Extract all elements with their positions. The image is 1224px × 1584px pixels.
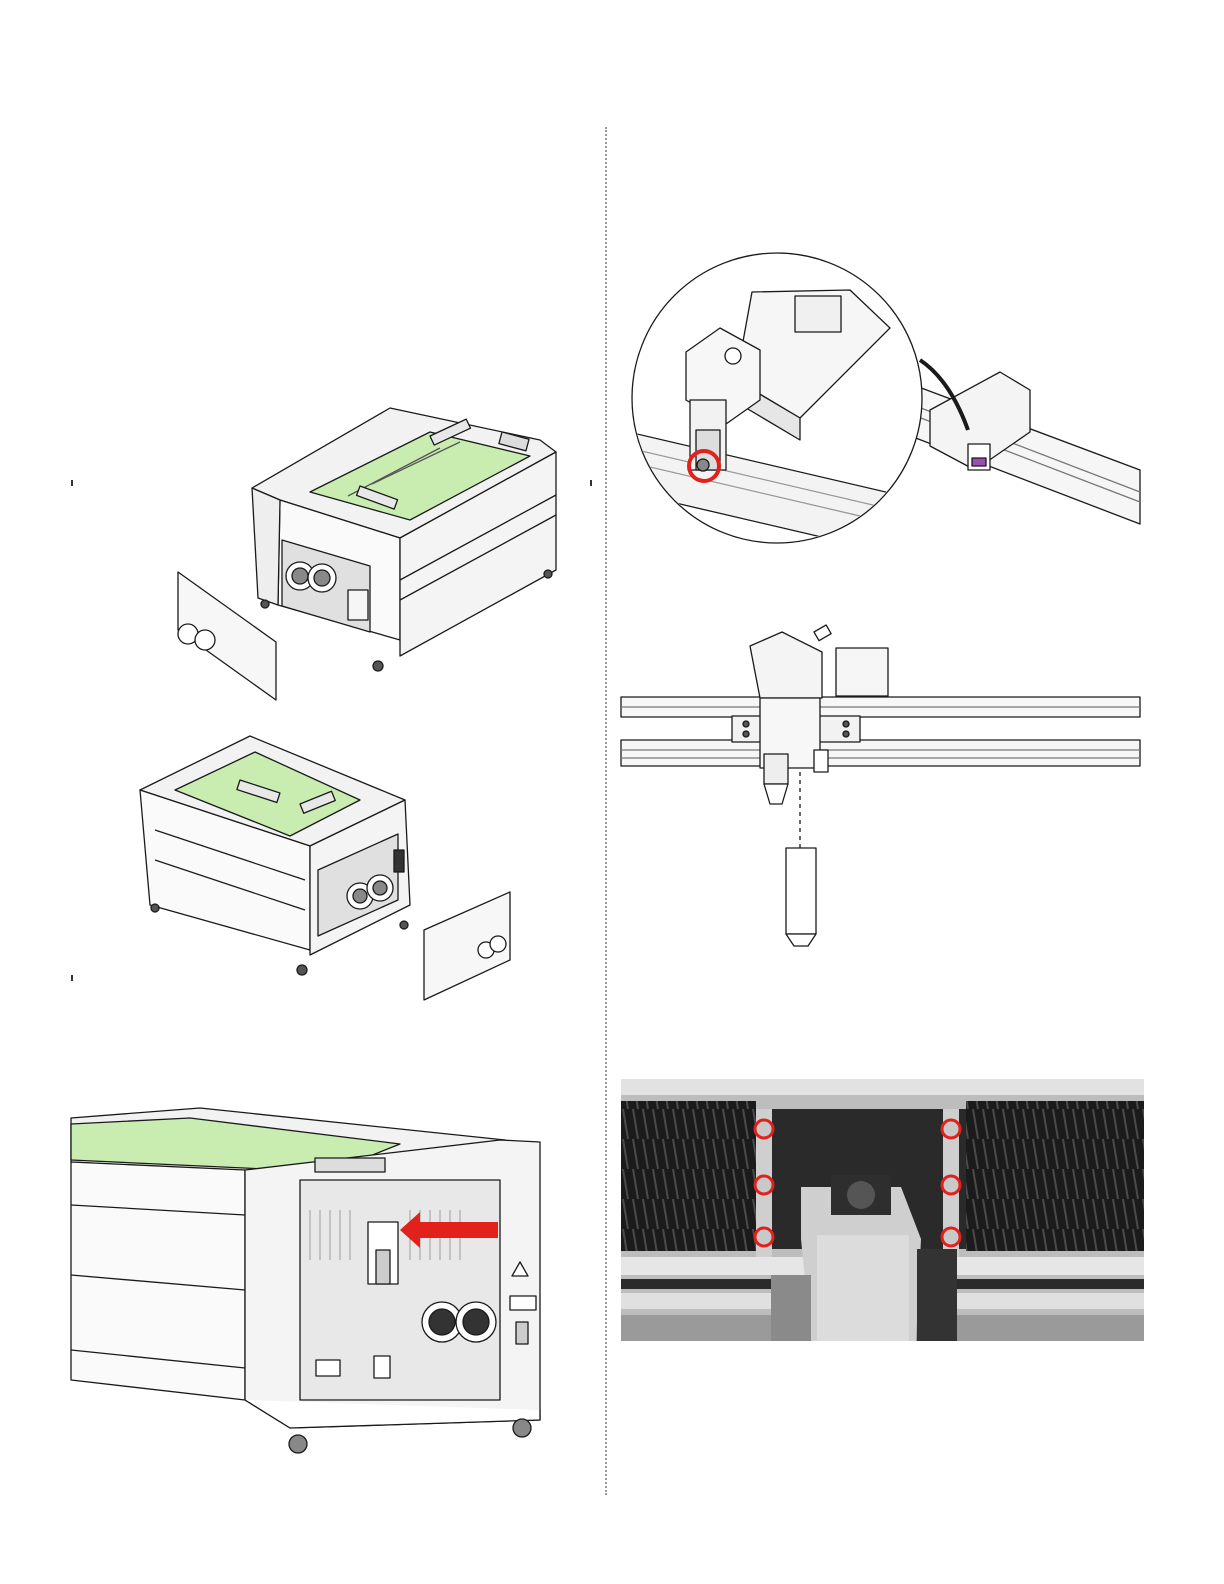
red-circle-callout-icon [755, 1120, 773, 1138]
red-circle-callout-icon [755, 1228, 773, 1246]
red-circle-callout-icon [942, 1176, 960, 1194]
red-circle-callout-icon [755, 1176, 773, 1194]
figure-photo-screws [621, 1079, 1144, 1341]
red-circle-callout-icon [942, 1228, 960, 1246]
red-circle-callout-icon [942, 1120, 960, 1138]
